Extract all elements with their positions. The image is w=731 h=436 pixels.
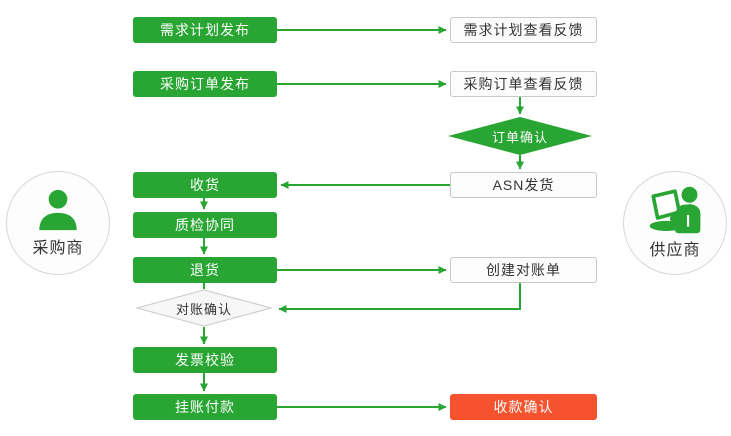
buyer-person-icon bbox=[39, 189, 77, 231]
node-po-publish: 采购订单发布 bbox=[133, 71, 277, 97]
actor-buyer-label: 采购商 bbox=[32, 240, 84, 257]
node-order-confirm: 订单确认 bbox=[448, 117, 592, 155]
node-po-feedback: 采购订单查看反馈 bbox=[450, 71, 597, 97]
node-invoice-verify: 发票校验 bbox=[133, 347, 277, 373]
node-return-goods: 退货 bbox=[133, 257, 277, 283]
actor-supplier-label: 供应商 bbox=[649, 242, 701, 259]
supplier-person-at-laptop-icon bbox=[649, 186, 701, 234]
node-payment: 挂账付款 bbox=[133, 394, 277, 420]
node-create-statement: 创建对账单 bbox=[450, 257, 597, 283]
diamond-shape-gray bbox=[136, 289, 272, 327]
arrow-statement-to-confirm bbox=[278, 283, 521, 313]
node-asn-ship: ASN发货 bbox=[450, 172, 597, 198]
node-receipt-confirm: 收款确认 bbox=[450, 394, 597, 420]
node-req-plan-publish: 需求计划发布 bbox=[133, 17, 277, 43]
node-receive: 收货 bbox=[133, 172, 277, 198]
node-quality-check: 质检协同 bbox=[133, 212, 277, 238]
actor-buyer: 采购商 bbox=[6, 171, 110, 275]
node-order-confirm-label: 订单确认 bbox=[491, 129, 548, 145]
actor-supplier: 供应商 bbox=[623, 171, 727, 275]
node-statement-confirm-label: 对账确认 bbox=[175, 301, 232, 317]
node-statement-confirm: 对账确认 bbox=[136, 289, 272, 327]
node-req-plan-feedback: 需求计划查看反馈 bbox=[450, 17, 597, 43]
diamond-shape-green bbox=[448, 117, 592, 155]
